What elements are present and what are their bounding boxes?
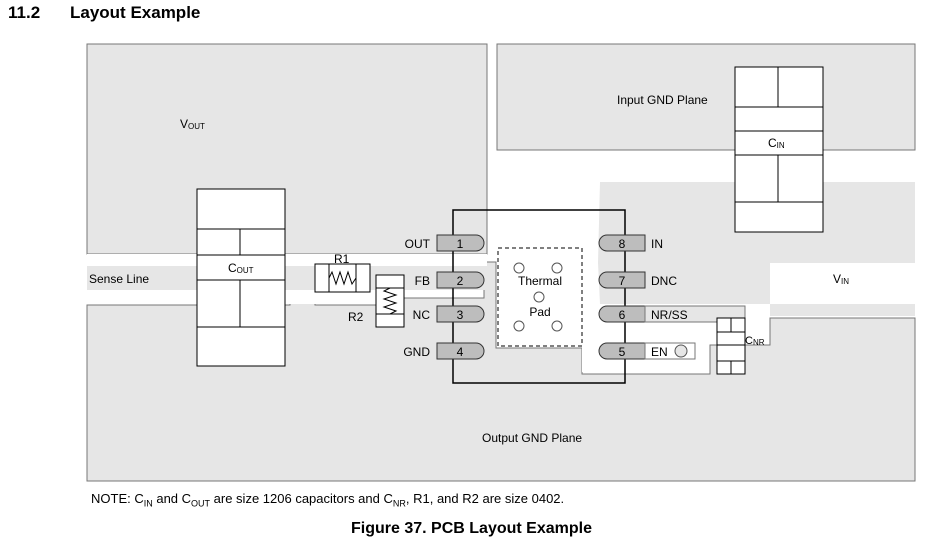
pin-4-label: GND (403, 345, 430, 359)
sense-line-trace (87, 266, 487, 290)
vout-trace (87, 254, 487, 266)
pin-2-pad (436, 271, 485, 289)
r2-resistor (375, 274, 405, 328)
pin-3-pad (436, 305, 485, 323)
note-text: NOTE: CIN and COUT are size 1206 capacit… (91, 491, 565, 509)
r1-resistor (314, 263, 371, 293)
cin-label: CIN (768, 136, 785, 150)
pin-7-number: 7 (619, 274, 626, 288)
pin-5-label: EN (651, 345, 668, 359)
pin-4-pad (436, 342, 485, 360)
pin-3-number: 3 (457, 308, 464, 322)
r1-label: R1 (334, 252, 350, 266)
input-gnd-plane (496, 43, 916, 151)
vout-label: VOUT (180, 117, 205, 131)
vin-trace (582, 153, 915, 372)
pin-1-pad (436, 234, 485, 252)
pin-8-label: IN (651, 237, 663, 251)
vout-plane (86, 43, 488, 255)
pin-6-number: 6 (619, 308, 626, 322)
pad-label: Pad (529, 305, 550, 319)
pin-2-label: FB (415, 274, 430, 288)
pin-7-pad (598, 271, 646, 289)
cout-capacitor (196, 188, 286, 367)
cnr-capacitor (716, 317, 746, 375)
thermal-via (533, 291, 545, 303)
vin-plane-lower (598, 263, 915, 316)
pin-1-number: 1 (457, 237, 464, 251)
cnr-label: CNR (745, 335, 765, 347)
thermal-via (513, 262, 525, 274)
pin-7-label: DNC (651, 274, 677, 288)
pin-6-label: NR/SS (651, 308, 688, 322)
pin-4-number: 4 (457, 345, 464, 359)
thermal-via (513, 320, 525, 332)
section-number: 11.2 (8, 3, 41, 22)
cin-capacitor (734, 66, 824, 233)
thermal-via (551, 262, 563, 274)
pin-1-label: OUT (405, 237, 431, 251)
input-gnd-plane-label: Input GND Plane (617, 93, 708, 107)
output-gnd-plane-label: Output GND Plane (482, 431, 582, 445)
r2-label: R2 (348, 310, 364, 324)
pin-2-number: 2 (457, 274, 464, 288)
pin-8-number: 8 (619, 237, 626, 251)
pin-5-pad (598, 342, 646, 360)
figure-caption: Figure 37. PCB Layout Example (351, 520, 592, 537)
cout-label: COUT (228, 261, 254, 275)
thermal-via (551, 320, 563, 332)
vin-label: VIN (833, 272, 849, 286)
section-title: Layout Example (70, 3, 201, 22)
ic-package-outline (452, 209, 626, 384)
pcb-layout-diagram: Thermal Pad 1 2 3 4 OUT FB NC GND 8 7 6 … (86, 43, 916, 482)
pin-6-pad (598, 305, 646, 323)
en-via (674, 344, 688, 358)
sense-line-label: Sense Line (89, 272, 149, 286)
thermal-label: Thermal (518, 274, 562, 288)
pin-3-label: NC (413, 308, 431, 322)
section-heading: 11.2 Layout Example (8, 3, 200, 23)
pin-8-pad (598, 234, 646, 252)
pin-5-number: 5 (619, 345, 626, 359)
